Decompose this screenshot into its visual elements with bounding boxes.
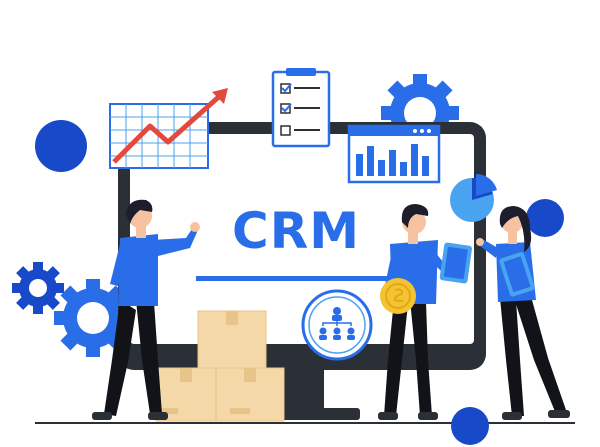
person-with-tablet [378, 204, 448, 420]
gear-icon [54, 279, 132, 357]
trend-chart-icon [109, 88, 228, 169]
headline-text: CRM [232, 202, 360, 260]
monitor-stand [280, 370, 324, 410]
decor-circle-left [35, 120, 87, 172]
person-pointing [92, 199, 200, 420]
org-chart-icon [301, 289, 373, 361]
tablet-icon [499, 252, 535, 297]
headline-underline [196, 276, 392, 281]
person-woman [476, 206, 570, 420]
checklist-clipboard-icon [271, 68, 331, 148]
decor-circle-bottom [451, 407, 489, 445]
cardboard-boxes [155, 310, 285, 422]
dollar-coin-icon [380, 278, 416, 314]
decor-circle-right [526, 199, 564, 237]
tablet-icon [439, 242, 472, 284]
bar-chart-window-icon [347, 124, 441, 184]
gear-icon [12, 262, 64, 314]
pie-chart-icon [450, 174, 497, 222]
